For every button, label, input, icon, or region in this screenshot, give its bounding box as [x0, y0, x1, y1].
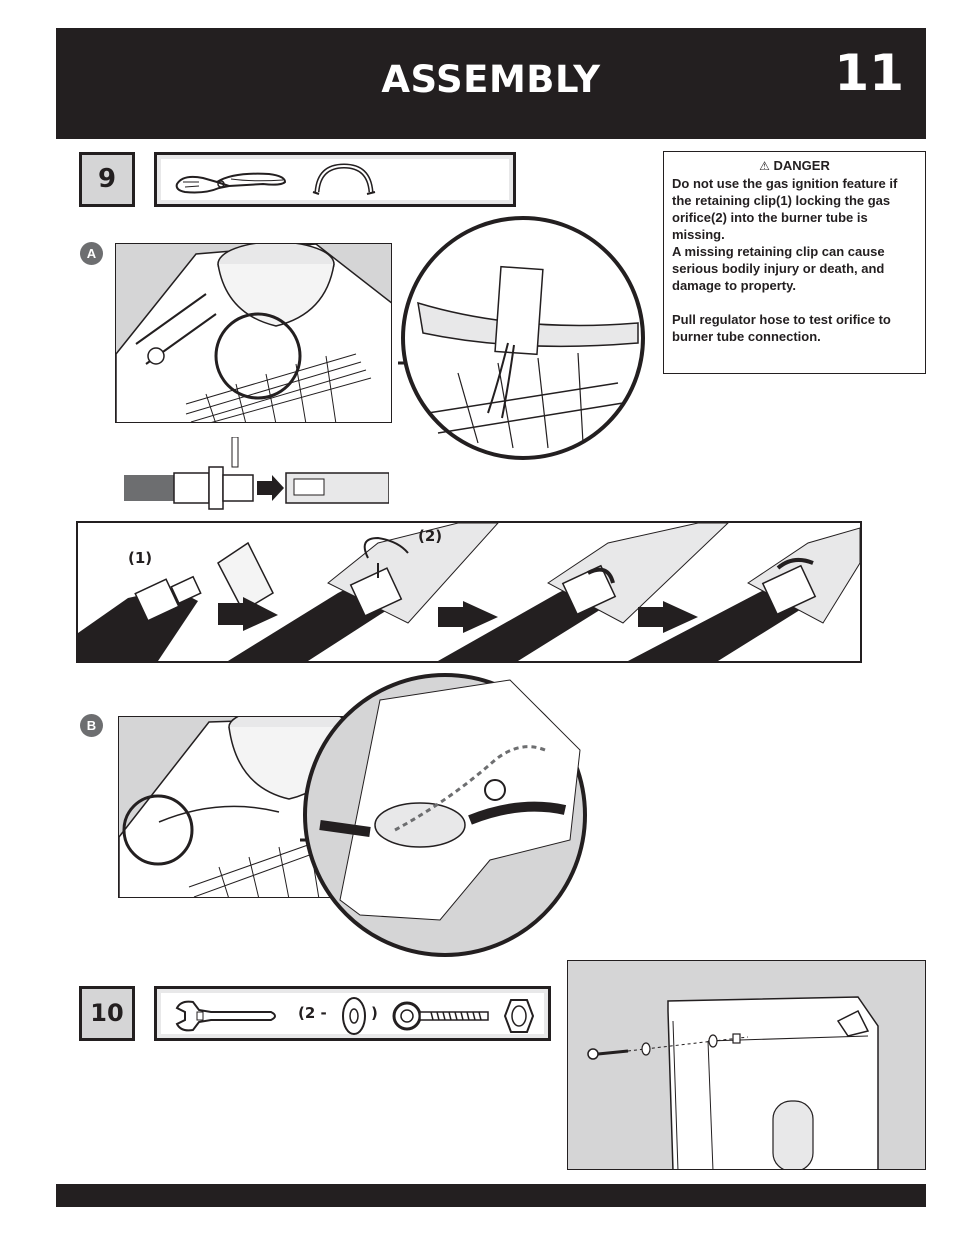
clip-installation-sequence: (1) (2) [76, 521, 862, 663]
side-panel-drawing [587, 996, 879, 1169]
page-title: ASSEMBLY [381, 58, 601, 101]
step-number-label: 10 [90, 999, 124, 1027]
pliers-icon [175, 172, 287, 194]
figure-b-label: B [86, 718, 97, 733]
retaining-clip-icon [312, 163, 376, 195]
hex-nut-icon [503, 999, 535, 1033]
callout-1-label: (1) [128, 549, 153, 567]
step-number-label: 9 [97, 164, 117, 194]
figure-b-badge: B [80, 714, 103, 737]
header-bar: ASSEMBLY 11 [56, 28, 926, 139]
hardware-count-label: (2 - [298, 1004, 327, 1022]
page-number: 11 [834, 44, 904, 102]
danger-paragraph-3: Pull regulator hose to test orifice to b… [672, 312, 891, 344]
figure-a-badge: A [80, 242, 103, 265]
step-9-number: 9 [79, 152, 135, 207]
callout-2-label: (2) [418, 527, 443, 545]
figure-b-detail-magnifier [300, 673, 587, 957]
figure-a-detail-magnifier [398, 216, 645, 460]
wrench-icon [175, 1000, 276, 1032]
danger-paragraph-1: Do not use the gas ignition feature if t… [672, 176, 898, 242]
danger-paragraph-2: A missing retaining clip can cause serio… [672, 244, 885, 293]
step-10-tools: (2 - ) [154, 986, 551, 1041]
danger-warning-box: ⚠ DANGER Do not use the gas ignition fea… [663, 151, 926, 374]
tools-panel [161, 159, 509, 200]
eye-bolt-icon [392, 1001, 489, 1031]
danger-title: DANGER [773, 158, 830, 173]
step-10-number: 10 [79, 986, 135, 1041]
grill-drawing-b [119, 717, 357, 897]
figure-a-grill-illustration [115, 243, 392, 423]
step-9-tools [154, 152, 516, 207]
warning-triangle-icon: ⚠ [759, 159, 770, 173]
figure-b-detail-indicator [122, 794, 194, 866]
step-10-side-panel-illustration [567, 960, 926, 1170]
washer-icon [342, 997, 366, 1035]
footer-bar [56, 1184, 926, 1207]
sequence-drawing [78, 523, 860, 661]
orifice-insertion-diagram [124, 437, 389, 510]
hardware-count-close: ) [371, 1004, 378, 1022]
figure-a-label: A [86, 246, 97, 261]
grill-drawing [116, 244, 391, 422]
danger-heading: ⚠ DANGER [672, 157, 917, 175]
tools-panel: (2 - ) [161, 993, 544, 1035]
